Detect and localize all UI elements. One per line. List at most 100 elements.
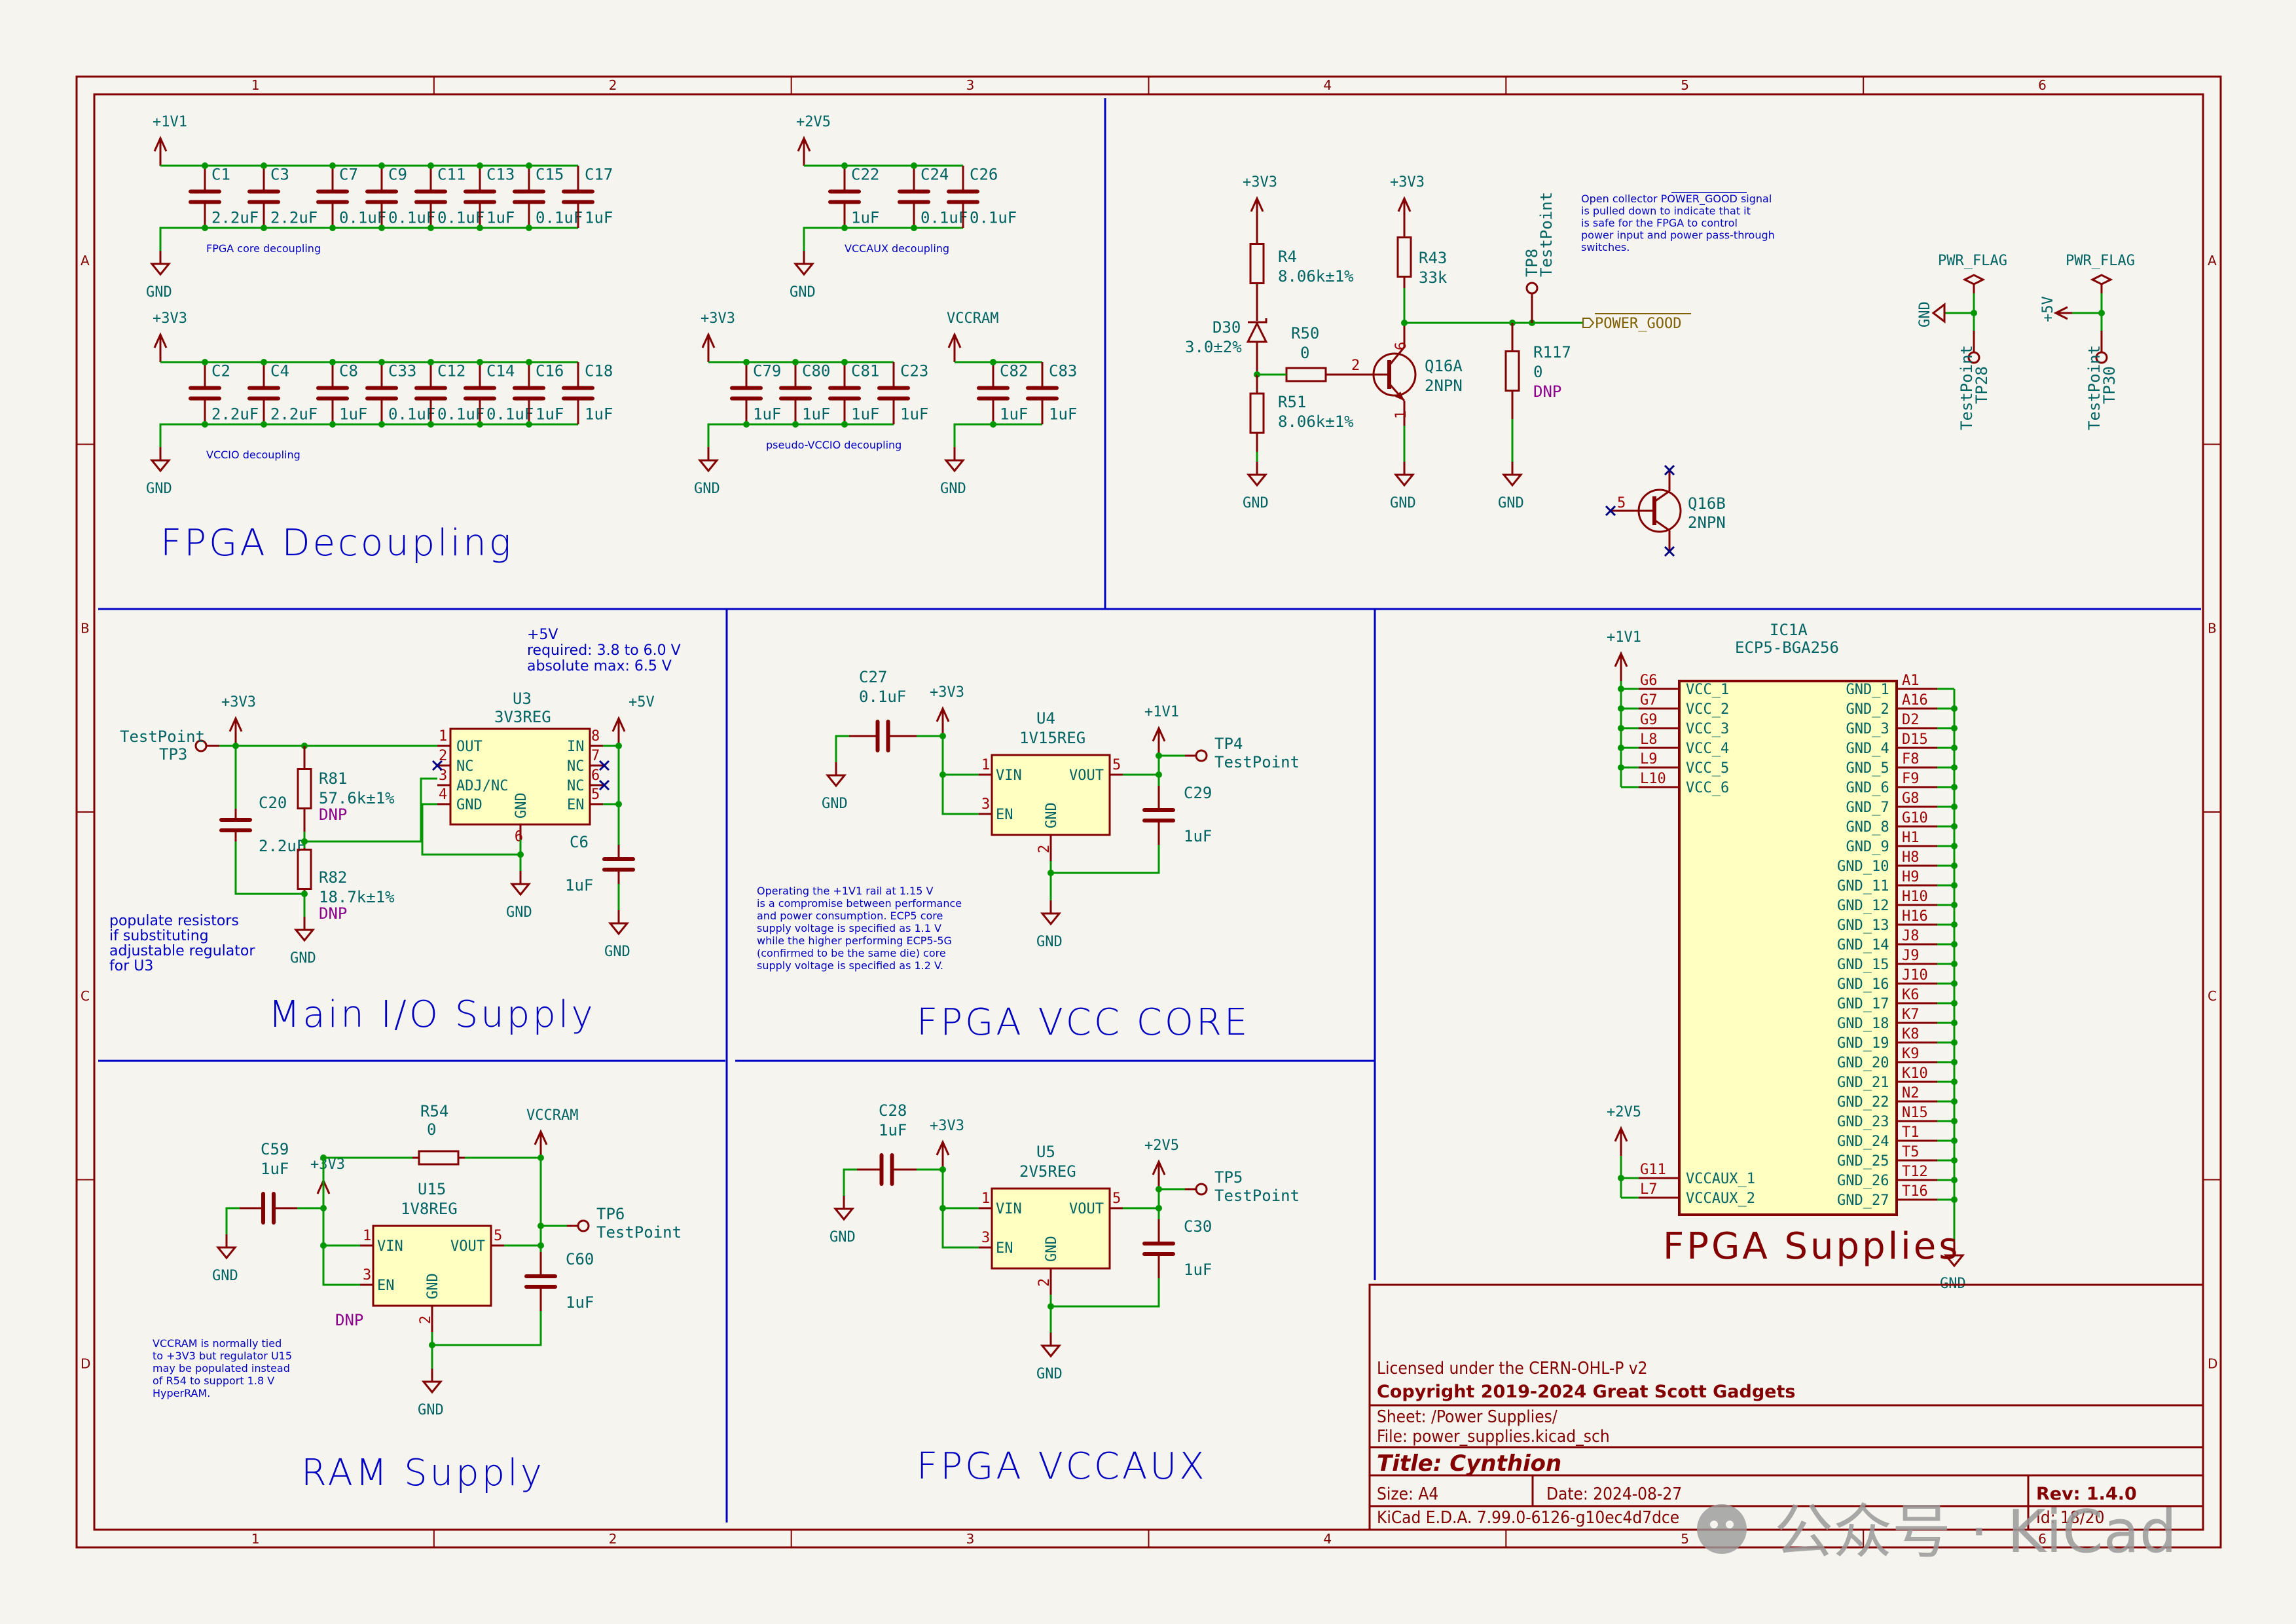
ground-icon (149, 459, 172, 473)
component-value: 0.1uF (339, 209, 386, 227)
ground-icon (943, 459, 966, 473)
pin-name: VIN (996, 767, 1022, 784)
junction-dot (202, 225, 208, 231)
arrow-up-icon (153, 332, 168, 348)
ground-icon (608, 922, 630, 936)
pin-name: GND_2 (1846, 701, 1889, 718)
capacitor: C32.2uF (247, 166, 318, 228)
pin-number: T16 (1902, 1183, 1928, 1200)
pin-number: 9 (515, 826, 523, 843)
component-ref: IC1A (1770, 621, 1808, 639)
pin-name: VCC_2 (1686, 701, 1729, 718)
wechat-icon-eye (1710, 1521, 1718, 1528)
testpoint-ref: TP5 (1214, 1168, 1243, 1187)
component-ref: C6 (570, 833, 589, 851)
resistor (297, 848, 312, 891)
column-label: 1 (251, 1531, 260, 1547)
ram-note-line: VCCRAM is normally tied (153, 1337, 282, 1350)
wire (1051, 845, 1160, 874)
decoupling-note: VCCAUX decoupling (845, 242, 949, 255)
regulator-body (991, 1187, 1111, 1270)
pin-name: GND (1044, 1236, 1060, 1262)
pin-name: GND_8 (1846, 819, 1889, 836)
component-ref: U3 (513, 690, 532, 708)
arrow-up-icon (936, 706, 950, 722)
pin-number: L9 (1640, 751, 1658, 767)
hint-note-line: populate resistors (109, 913, 239, 929)
power-net-label: VCCRAM (526, 1107, 578, 1124)
arrow-up-icon (936, 1139, 950, 1156)
junction-dot (990, 359, 996, 365)
component-ref: U5 (1036, 1143, 1055, 1161)
testpoint-icon (1195, 1183, 1208, 1196)
wire (953, 423, 1042, 447)
pin-name: VOUT (450, 1238, 485, 1255)
resistor-body (1249, 243, 1265, 284)
ground-icon (1931, 302, 1946, 324)
component-value: 1uF (900, 405, 928, 424)
vcc-core-regulator: +3V3GNDC270.1uFU41V15REG13VINENVOUTGND5+… (757, 668, 1300, 972)
junction-dot (477, 225, 483, 231)
pin-name: VCC_3 (1686, 721, 1729, 737)
regulator-body (372, 1225, 492, 1307)
pin-number: 6 (1393, 342, 1410, 350)
junction-dot (841, 359, 848, 365)
pin-name: VCC_1 (1686, 682, 1729, 698)
decoupling-group: +3V3GNDC791uFC801uFC811uFC231uFpseudo-VC… (694, 310, 928, 497)
junction-dot (990, 421, 996, 428)
power-good-note-line: is pulled down to indicate that it (1581, 205, 1751, 217)
wire (234, 841, 304, 895)
power-good-note-line: power input and power pass-through (1581, 229, 1775, 242)
vcc-core-note-line: supply voltage is specified as 1.2 V. (757, 959, 943, 972)
junction-dot (202, 162, 208, 169)
power-symbol: +3V3 (1243, 174, 1277, 226)
pin-name: VCCAUX_1 (1686, 1171, 1755, 1187)
no-connect-icon (431, 760, 443, 771)
component-value: 1uF (486, 209, 515, 227)
ground-net-label: GND (790, 284, 816, 301)
arrow-up-icon (1614, 1126, 1628, 1142)
component-ref: C82 (1000, 362, 1028, 380)
component-value: 0 (1300, 344, 1309, 362)
ground-symbol: GND (146, 251, 172, 301)
pin-name: VCC_5 (1686, 760, 1729, 777)
arrow-up-icon (947, 332, 962, 348)
arrow-up-icon (611, 716, 626, 732)
pin-number: G9 (1640, 712, 1658, 728)
ground-icon (149, 263, 172, 276)
pin-name: VIN (377, 1238, 403, 1255)
pin-number: H9 (1902, 869, 1920, 885)
copyright-text: Copyright 2019-2024 Great Scott Gadgets (1377, 1382, 1795, 1402)
pin-number: 1 (1393, 411, 1410, 419)
pin-name: GND_18 (1837, 1016, 1889, 1032)
capacitor: C90.1uF (365, 166, 435, 228)
wire (941, 1170, 979, 1249)
column-label: 5 (1681, 77, 1689, 93)
junction-dot (792, 421, 799, 428)
component-value: TestPoint (1537, 192, 1556, 277)
ground-symbol: GND (1390, 462, 1416, 511)
pin-number: 5 (591, 786, 600, 803)
testpoint-value: TestPoint (1214, 1187, 1300, 1205)
ground-symbol: GND (1036, 1333, 1063, 1382)
junction-dot (615, 801, 622, 807)
resistor-body (418, 1150, 460, 1166)
watermark-text: 公众号 · KiCad (1774, 1498, 2177, 1566)
junction-dot (743, 421, 750, 428)
ground-net-label: GND (604, 944, 630, 960)
ground-symbol: GND (212, 1234, 238, 1284)
power-net-label: +1V1 (1607, 629, 1641, 646)
ground-symbol: GND (940, 447, 966, 497)
pin-name: GND_4 (1846, 741, 1889, 757)
vccaux-regulator: +3V3GNDC281uFU52V5REG13VINENVOUTGND5+2V5… (829, 1101, 1300, 1382)
component-ref: C14 (486, 362, 515, 380)
pin-number: T1 (1902, 1124, 1920, 1141)
component-ref: R117 (1533, 343, 1571, 361)
row-label: C (81, 988, 90, 1004)
